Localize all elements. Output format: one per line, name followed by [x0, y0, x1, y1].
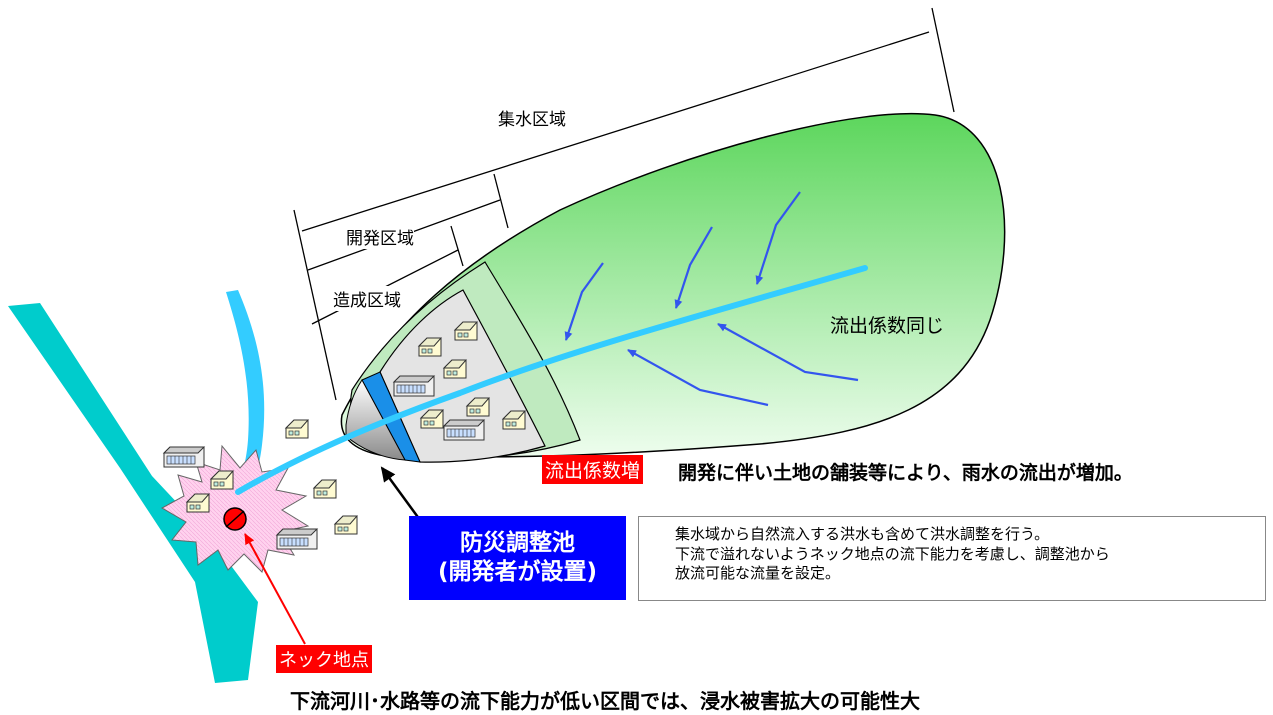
bottom-caption: 下流河川･水路等の流下能力が低い区間では、浸水被害拡大の可能性大 — [290, 689, 920, 713]
main-stream — [235, 265, 868, 495]
dimension-lines — [293, 7, 955, 401]
apartment-building-icon — [276, 528, 318, 550]
runoff-same-label: 流出係数同じ — [830, 315, 945, 337]
runoff-increase-text: 開発に伴い土地の舗装等により、雨水の流出が増加。 — [678, 462, 1133, 484]
apartment-building-icon — [443, 419, 485, 441]
house-icon — [334, 515, 358, 535]
note-line-3: 放流可能な流量を設定。 — [675, 564, 841, 582]
pond-label-line2: (開発者が設置) — [437, 559, 598, 585]
house-icon — [313, 479, 337, 499]
catchment-area-label: 集水区域 — [498, 105, 566, 130]
runoff-increase-tag: 流出係数増 — [542, 455, 644, 484]
house-icon — [285, 419, 309, 439]
pond-pointer-arrow — [380, 466, 422, 521]
pond-label-line1: 防災調整池 — [460, 530, 575, 557]
main-river — [8, 303, 258, 683]
detention-pond — [345, 379, 406, 461]
development-area-label: 開発区域 — [346, 224, 414, 249]
pond-note-box: 集水域から自然流入する洪水も含めて洪水調整を行う。 下流で溢れないようネック地点… — [638, 516, 1266, 601]
neck-pointer-arrow — [244, 533, 306, 645]
note-line-1: 集水域から自然流入する洪水も含めて洪水調整を行う。 — [675, 525, 1050, 543]
detention-pond-label: 防災調整池 (開発者が設置) — [409, 516, 626, 600]
construction-area-label: 造成区域 — [333, 286, 401, 311]
runoff-arrows — [564, 191, 859, 407]
neck-point-label: ネック地点 — [276, 645, 372, 673]
apartment-building-icon — [163, 446, 205, 468]
note-line-2: 下流で溢れないようネック地点の流下能力を考慮し、調整池から — [675, 544, 1110, 563]
apartment-building-icon — [393, 375, 435, 397]
